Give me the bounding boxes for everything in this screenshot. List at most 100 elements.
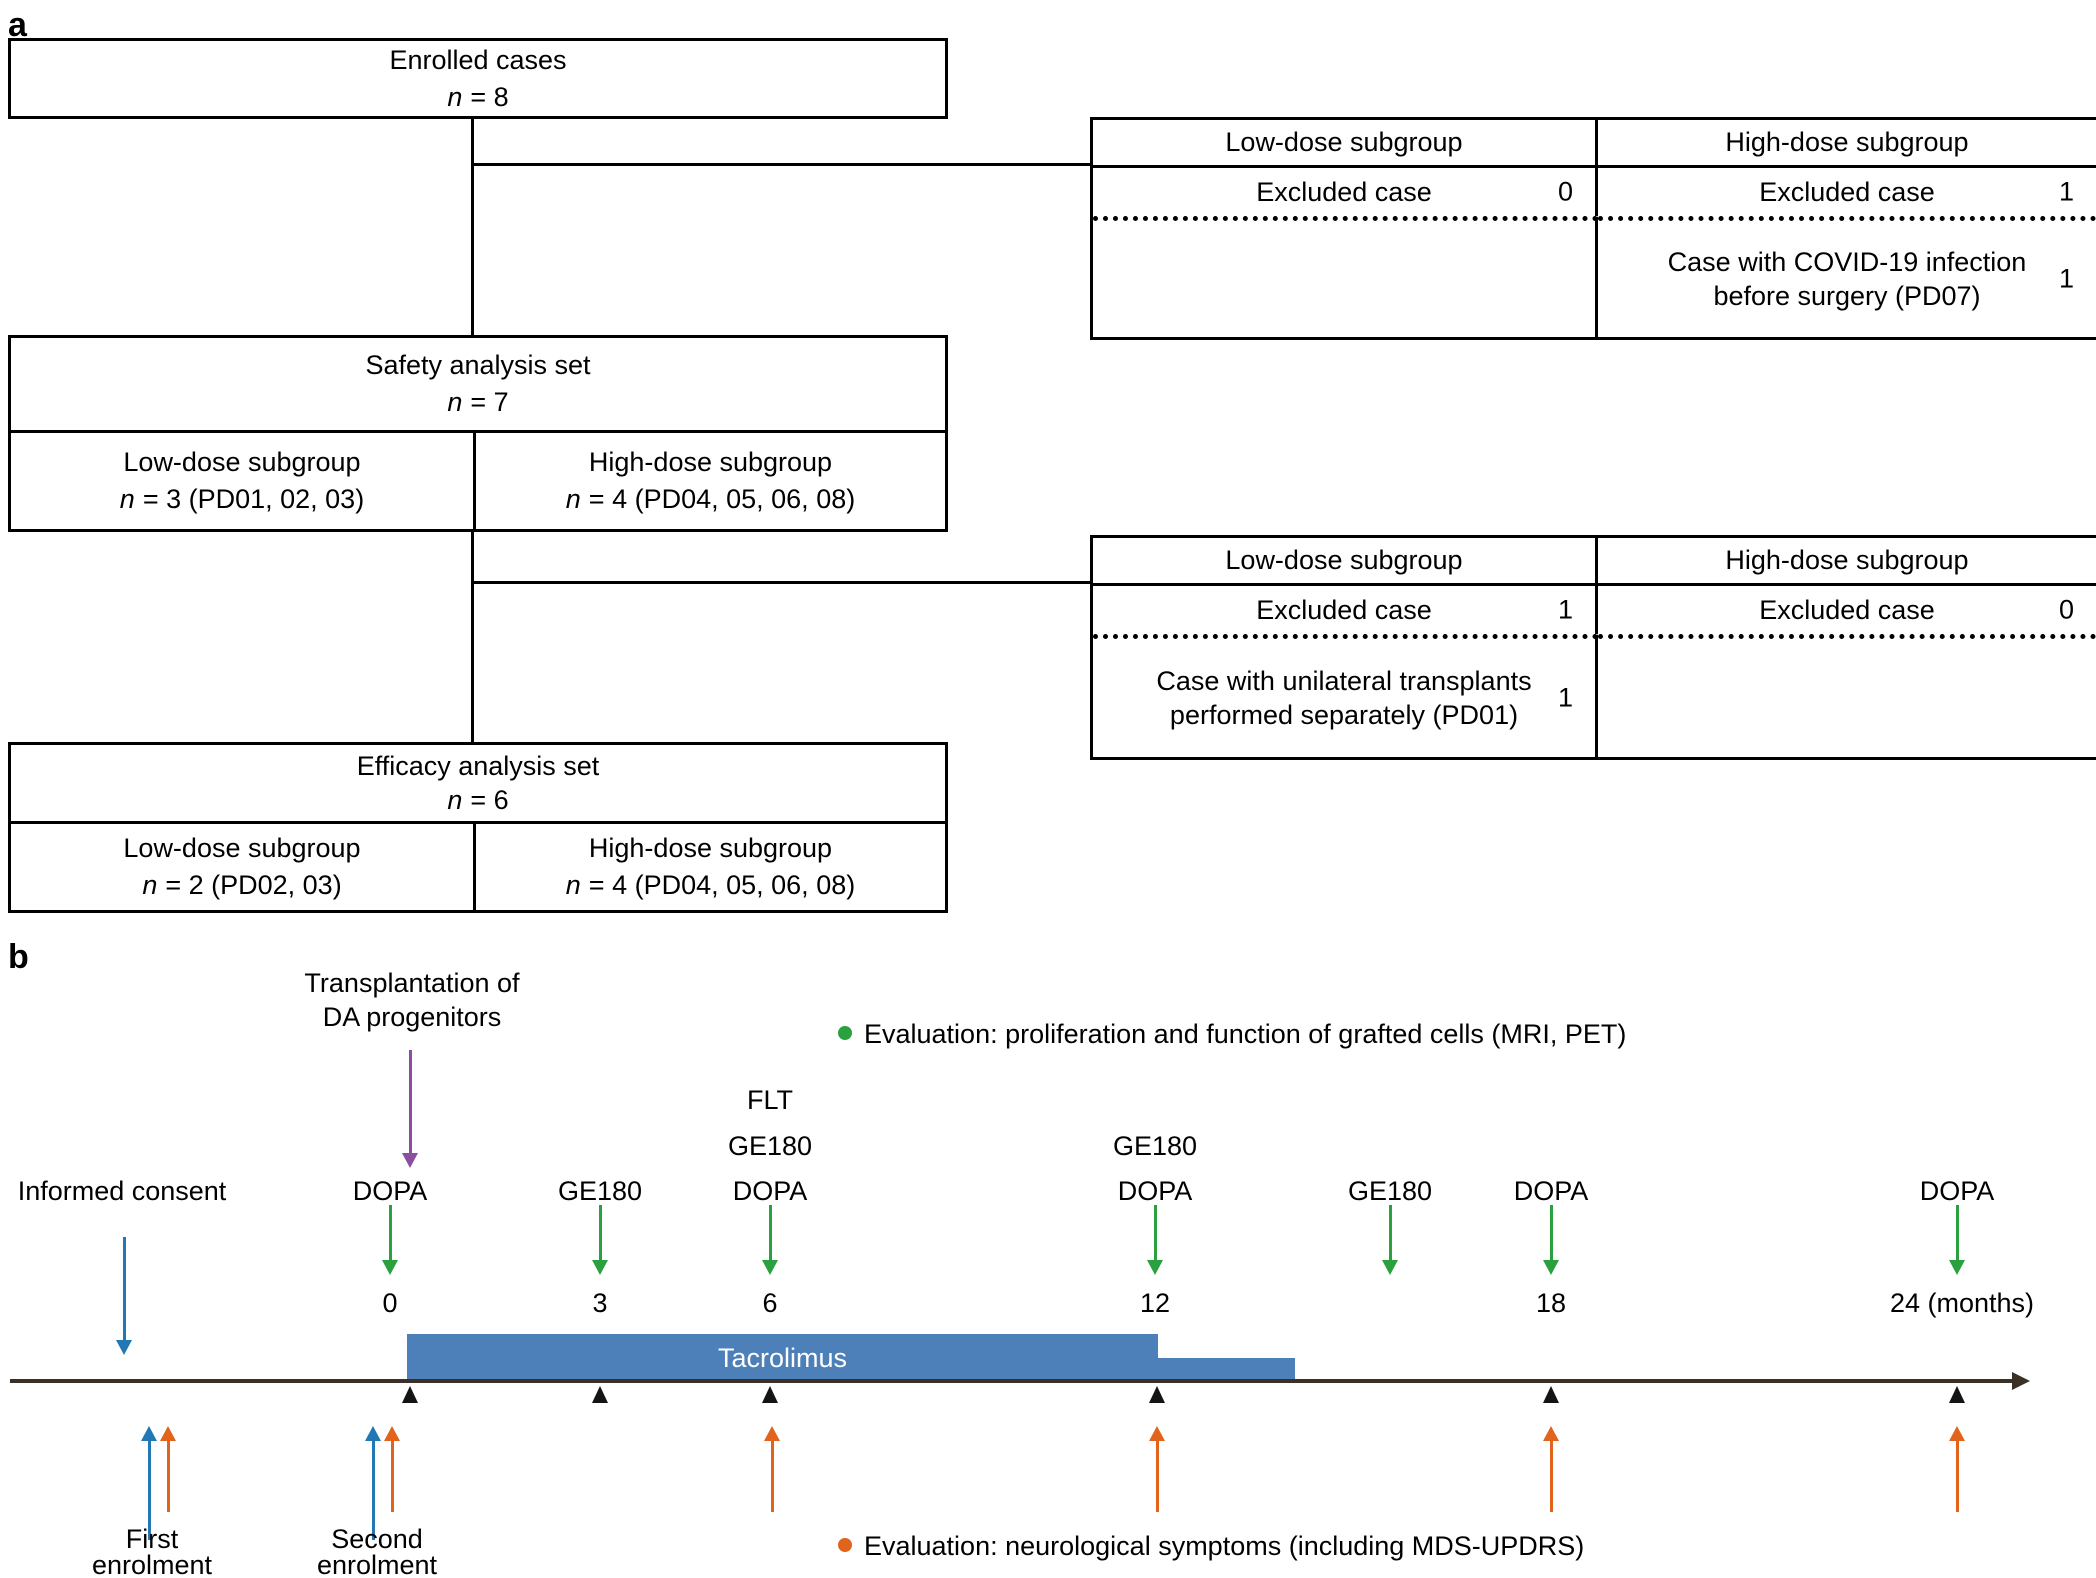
enrolled-cases-content: Enrolled cases n= 8 — [11, 41, 945, 116]
first-enrolment-blue-arrowhead-icon — [141, 1426, 157, 1441]
evaluation-arrowhead-enrol1-icon — [160, 1426, 176, 1441]
exclusion2-col2-reason-cell — [1598, 634, 2096, 757]
timeline-axis — [10, 1379, 2012, 1383]
axis-tick-12-icon — [1149, 1386, 1165, 1403]
legend-top-text: Evaluation: proliferation and function o… — [864, 1019, 1627, 1049]
scan-arrow-15-icon — [1389, 1205, 1392, 1261]
exclusion2-col1-excluded-row: Excluded case 1 — [1093, 586, 1598, 634]
exclusion2-col1-reason-cell: Case with unilateral transplants perform… — [1093, 634, 1598, 757]
first-enrolment-blue-arrow-icon — [148, 1439, 151, 1540]
month-3-label: 3 — [592, 1288, 608, 1318]
safety-title-section: Safety analysis set n= 7 — [11, 338, 945, 433]
axis-tick-6-icon — [762, 1386, 778, 1403]
safety-n: n= 7 — [447, 387, 509, 417]
safety-high-title: High-dose subgroup — [588, 447, 833, 477]
second-enrolment-label: Second enrolment — [316, 1524, 438, 1578]
scan-arrowhead-15-icon — [1382, 1260, 1398, 1275]
evaluation-arrowhead-6-icon — [764, 1426, 780, 1441]
exclusion1-col1-reason-cell — [1093, 216, 1598, 337]
legend-bottom-bullet-icon — [838, 1538, 852, 1552]
axis-tick-18-icon — [1543, 1386, 1559, 1403]
efficacy-high-n: n= 4 (PD04, 05, 06, 08) — [565, 870, 856, 900]
scan-label-dopa-18: DOPA — [1513, 1176, 1589, 1206]
scan-label-ge180-3: GE180 — [557, 1176, 643, 1206]
branch-to-exclusion-table-1 — [473, 163, 1090, 166]
tacrolimus-bar-taper — [1158, 1358, 1295, 1381]
efficacy-title-section: Efficacy analysis set n= 6 — [11, 745, 945, 824]
evaluation-arrow-enrol1-icon — [167, 1439, 170, 1512]
exclusion-table-1: Low-dose subgroup High-dose subgroup Exc… — [1090, 117, 2096, 340]
exclusion2-col2-excluded-row: Excluded case 0 — [1759, 594, 2074, 625]
axis-tick-3-icon — [592, 1386, 608, 1403]
evaluation-arrow-12-icon — [1156, 1439, 1159, 1512]
transplant-arrowhead-icon — [402, 1153, 418, 1168]
efficacy-high-dose-cell: High-dose subgroup n= 4 (PD04, 05, 06, 0… — [476, 824, 945, 910]
legend-bottom-text: Evaluation: neurological symptoms (inclu… — [864, 1531, 1585, 1561]
efficacy-n: n= 6 — [447, 785, 509, 815]
exclusion1-col1-excluded-row: Excluded case 0 — [1093, 168, 1598, 216]
informed-consent-arrowhead-icon — [116, 1340, 132, 1355]
month-12-label: 12 — [1139, 1288, 1171, 1318]
efficacy-title: Efficacy analysis set — [356, 751, 600, 781]
evaluation-arrowhead-12-icon — [1149, 1426, 1165, 1441]
exclusion2-col2-header: High-dose subgroup — [1598, 538, 2096, 586]
second-enrolment-blue-arrowhead-icon — [365, 1426, 381, 1441]
tacrolimus-label: Tacrolimus — [717, 1343, 848, 1373]
safety-low-title: Low-dose subgroup — [123, 447, 361, 477]
scan-label-ge180-over-12: GE180 — [1112, 1131, 1198, 1161]
scan-arrowhead-12-icon — [1147, 1260, 1163, 1275]
exclusion1-col2-excluded-count: 1 — [2058, 176, 2074, 207]
efficacy-subgroups: Low-dose subgroup n= 2 (PD02, 03) High-d… — [11, 824, 945, 910]
scan-label-dopa-6: DOPA — [732, 1176, 808, 1206]
safety-high-dose-cell: High-dose subgroup n= 4 (PD04, 05, 06, 0… — [476, 433, 945, 529]
scan-label-ge180-15: GE180 — [1347, 1176, 1433, 1206]
enrolled-cases-title: Enrolled cases — [389, 44, 567, 75]
exclusion2-col1-excluded-count: 1 — [1557, 594, 1573, 625]
scan-arrowhead-0-icon — [382, 1260, 398, 1275]
safety-subgroups: Low-dose subgroup n= 3 (PD01, 02, 03) Hi… — [11, 433, 945, 529]
exclusion1-col1-header: Low-dose subgroup — [1093, 120, 1598, 168]
efficacy-low-n: n= 2 (PD02, 03) — [142, 870, 342, 900]
scan-arrow-0-icon — [389, 1205, 392, 1261]
informed-consent-arrow-icon — [123, 1237, 126, 1341]
safety-title: Safety analysis set — [365, 350, 591, 380]
scan-arrow-6-icon — [769, 1205, 772, 1261]
scan-arrowhead-24-icon — [1949, 1260, 1965, 1275]
evaluation-arrowhead-enrol2-icon — [384, 1426, 400, 1441]
scan-arrowhead-18-icon — [1543, 1260, 1559, 1275]
exclusion2-col1-header: Low-dose subgroup — [1093, 538, 1598, 586]
scan-arrowhead-6-icon — [762, 1260, 778, 1275]
exclusion1-col2-header: High-dose subgroup — [1598, 120, 2096, 168]
axis-tick-24-icon — [1949, 1386, 1965, 1403]
connector-safety-to-efficacy — [471, 532, 474, 742]
evaluation-arrow-6-icon — [771, 1439, 774, 1512]
scan-label-dopa-24: DOPA — [1919, 1176, 1995, 1206]
panel-a-label: a — [8, 6, 27, 44]
exclusion1-col2-reason-cell: Case with COVID-19 infection before surg… — [1598, 216, 2096, 337]
exclusion-table-2: Low-dose subgroup High-dose subgroup Exc… — [1090, 535, 2096, 760]
tacrolimus-bar-full — [407, 1334, 1158, 1381]
scan-arrow-24-icon — [1956, 1205, 1959, 1261]
scan-label-flt: FLT — [747, 1085, 793, 1115]
panel-b-label: b — [8, 938, 29, 976]
month-0-label: 0 — [382, 1288, 398, 1318]
transplant-arrow-icon — [409, 1050, 412, 1154]
legend-top-bullet-icon — [838, 1026, 852, 1040]
scan-arrow-12-icon — [1154, 1205, 1157, 1261]
informed-consent-label: Informed consent — [17, 1176, 227, 1206]
efficacy-low-dose-cell: Low-dose subgroup n= 2 (PD02, 03) — [11, 824, 476, 910]
month-6-label: 6 — [762, 1288, 778, 1318]
timeline-axis-arrowhead-icon — [2012, 1372, 2030, 1390]
safety-low-n: n= 3 (PD01, 02, 03) — [119, 484, 365, 514]
connector-enrolled-to-safety — [471, 119, 474, 335]
branch-to-exclusion-table-2 — [473, 581, 1090, 584]
month-24-label: 24 (months) — [1889, 1288, 2035, 1318]
scan-label-dopa-12: DOPA — [1117, 1176, 1193, 1206]
exclusion1-col2-excluded-row: Excluded case 1 — [1759, 176, 2074, 207]
safety-high-n: n= 4 (PD04, 05, 06, 08) — [565, 484, 856, 514]
evaluation-arrowhead-24-icon — [1949, 1426, 1965, 1441]
enrolled-cases-n: n= 8 — [447, 81, 509, 112]
month-18-label: 18 — [1535, 1288, 1567, 1318]
box-enrolled-cases: Enrolled cases n= 8 — [8, 38, 948, 119]
axis-tick-0-icon — [402, 1386, 418, 1403]
